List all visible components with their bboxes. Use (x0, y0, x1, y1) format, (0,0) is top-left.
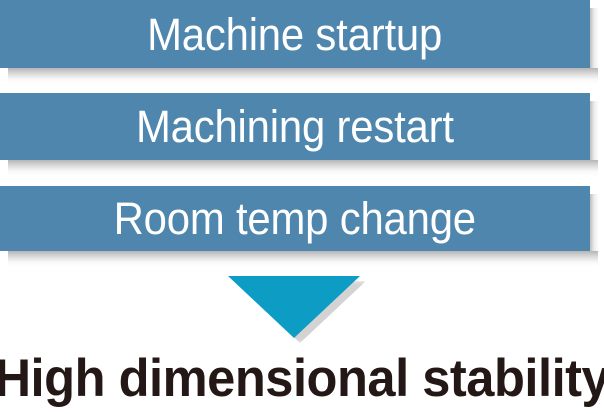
condition-bar-room-temp-change[interactable]: Room temp change (0, 186, 590, 251)
condition-bar-2-label: Machining restart (136, 101, 454, 152)
bar-3-side-shadow (590, 194, 599, 251)
down-triangle-arrow-icon (228, 276, 360, 338)
condition-bar-1-label: Machine startup (147, 8, 443, 60)
outcome-statement: High dimensional stability (0, 343, 604, 414)
bar-1-side-shadow (590, 8, 599, 68)
bar-2-side-shadow (590, 101, 599, 160)
condition-bar-3-label: Room temp change (113, 193, 477, 244)
bar-1-drop-shadow (8, 68, 598, 84)
condition-bar-machine-startup[interactable]: Machine startup (0, 0, 590, 68)
outcome-label: High dimensional stability (0, 349, 604, 408)
bar-3-drop-shadow (8, 251, 598, 267)
bar-2-drop-shadow (8, 160, 598, 176)
flow-connector (228, 276, 374, 344)
condition-bar-machining-restart[interactable]: Machining restart (0, 93, 590, 160)
